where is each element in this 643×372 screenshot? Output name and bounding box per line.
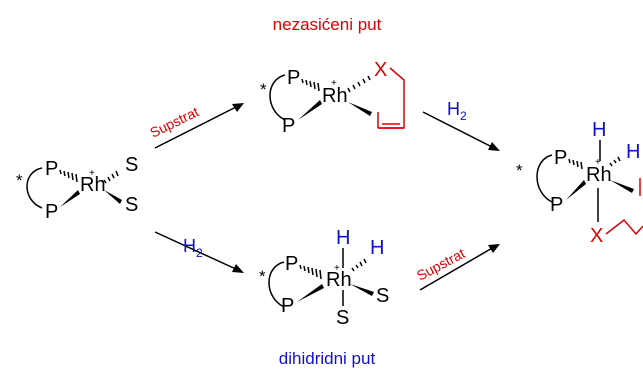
rhodium-atom: Rh — [586, 164, 612, 186]
complex-rh-dihydride: * P P Rh + H H S S — [259, 227, 389, 329]
chiral-mark: * — [516, 161, 523, 180]
hashed-bond — [609, 156, 621, 167]
hydrogen-subscript: 2 — [196, 246, 203, 260]
hydrogen-label: H — [183, 236, 196, 256]
phosphorus-atom: P — [285, 253, 298, 275]
hydride-h-atom: H — [592, 119, 606, 141]
rhodium-atom: Rh — [326, 269, 352, 291]
chiral-backbone-arc — [26, 167, 43, 209]
arrow-to-substrate-complex: Supstrat — [147, 103, 244, 149]
rhodium-atom: Rh — [80, 174, 106, 196]
hashed-bond — [568, 158, 583, 170]
arrow-to-dihydride: H 2 — [154, 231, 244, 273]
hydride-h-atom: H — [370, 237, 384, 259]
heteroatom-x: X — [590, 225, 603, 247]
wedge-bond — [104, 190, 122, 204]
chiral-mark: * — [16, 171, 23, 190]
substrate-chain — [605, 218, 643, 236]
wedge-bond — [60, 190, 80, 207]
complex-rh-disolvate: * P P Rh + S S — [16, 154, 138, 223]
wedge-bond — [348, 102, 372, 116]
phosphorus-atom: P — [550, 194, 563, 216]
wedge-bond — [298, 100, 322, 120]
complex-rh-substrate: * P P Rh + X — [260, 59, 405, 137]
wedge-bond — [297, 284, 324, 302]
chiral-backbone-arc — [269, 74, 286, 121]
hashed-bond — [347, 75, 371, 93]
chiral-backbone-arc — [268, 261, 285, 308]
hydrogen-subscript: 2 — [460, 109, 467, 123]
hashed-bond — [59, 169, 78, 183]
wedge-bond — [350, 284, 374, 296]
rhodium-atom: Rh — [322, 85, 348, 107]
arrow-substrate-to-product: H 2 — [422, 99, 500, 151]
hydride-h-atom: H — [336, 227, 350, 249]
heteroatom-x: X — [374, 59, 387, 81]
charge-plus: + — [595, 157, 601, 168]
phosphorus-atom: P — [45, 158, 58, 180]
wedge-bond — [610, 180, 634, 193]
hashed-bond — [301, 78, 320, 92]
phosphorus-atom: P — [287, 67, 300, 89]
arrow-dihydride-to-product: Supstrat — [414, 244, 500, 291]
phosphorus-atom: P — [282, 115, 295, 137]
phosphorus-atom: P — [281, 295, 294, 317]
charge-plus: + — [89, 168, 95, 179]
chiral-mark: * — [260, 80, 267, 99]
chiral-backbone-arc — [536, 154, 553, 203]
solvent-atom: S — [125, 194, 138, 216]
substrate-label: Supstrat — [147, 103, 201, 140]
phosphorus-atom: P — [554, 147, 567, 169]
hydride-h-atom: H — [626, 141, 640, 163]
top-path-label: nezasićeni put — [273, 15, 382, 34]
phosphorus-atom: P — [45, 201, 58, 223]
chiral-mark: * — [259, 267, 266, 286]
hashed-bond — [299, 264, 322, 280]
wedge-bond — [566, 180, 586, 200]
solvent-atom: S — [376, 285, 389, 307]
solvent-atom: S — [336, 307, 349, 329]
bottom-path-label: dihidridni put — [279, 349, 376, 368]
hashed-bond — [351, 258, 367, 272]
charge-plus: + — [331, 78, 337, 89]
hashed-bond — [103, 170, 119, 184]
hydrogen-label: H — [447, 99, 460, 119]
complex-rh-dihydride-substrate: * P P Rh + H H X — [516, 119, 643, 247]
solvent-atom: S — [125, 154, 138, 176]
charge-plus: + — [334, 263, 340, 274]
